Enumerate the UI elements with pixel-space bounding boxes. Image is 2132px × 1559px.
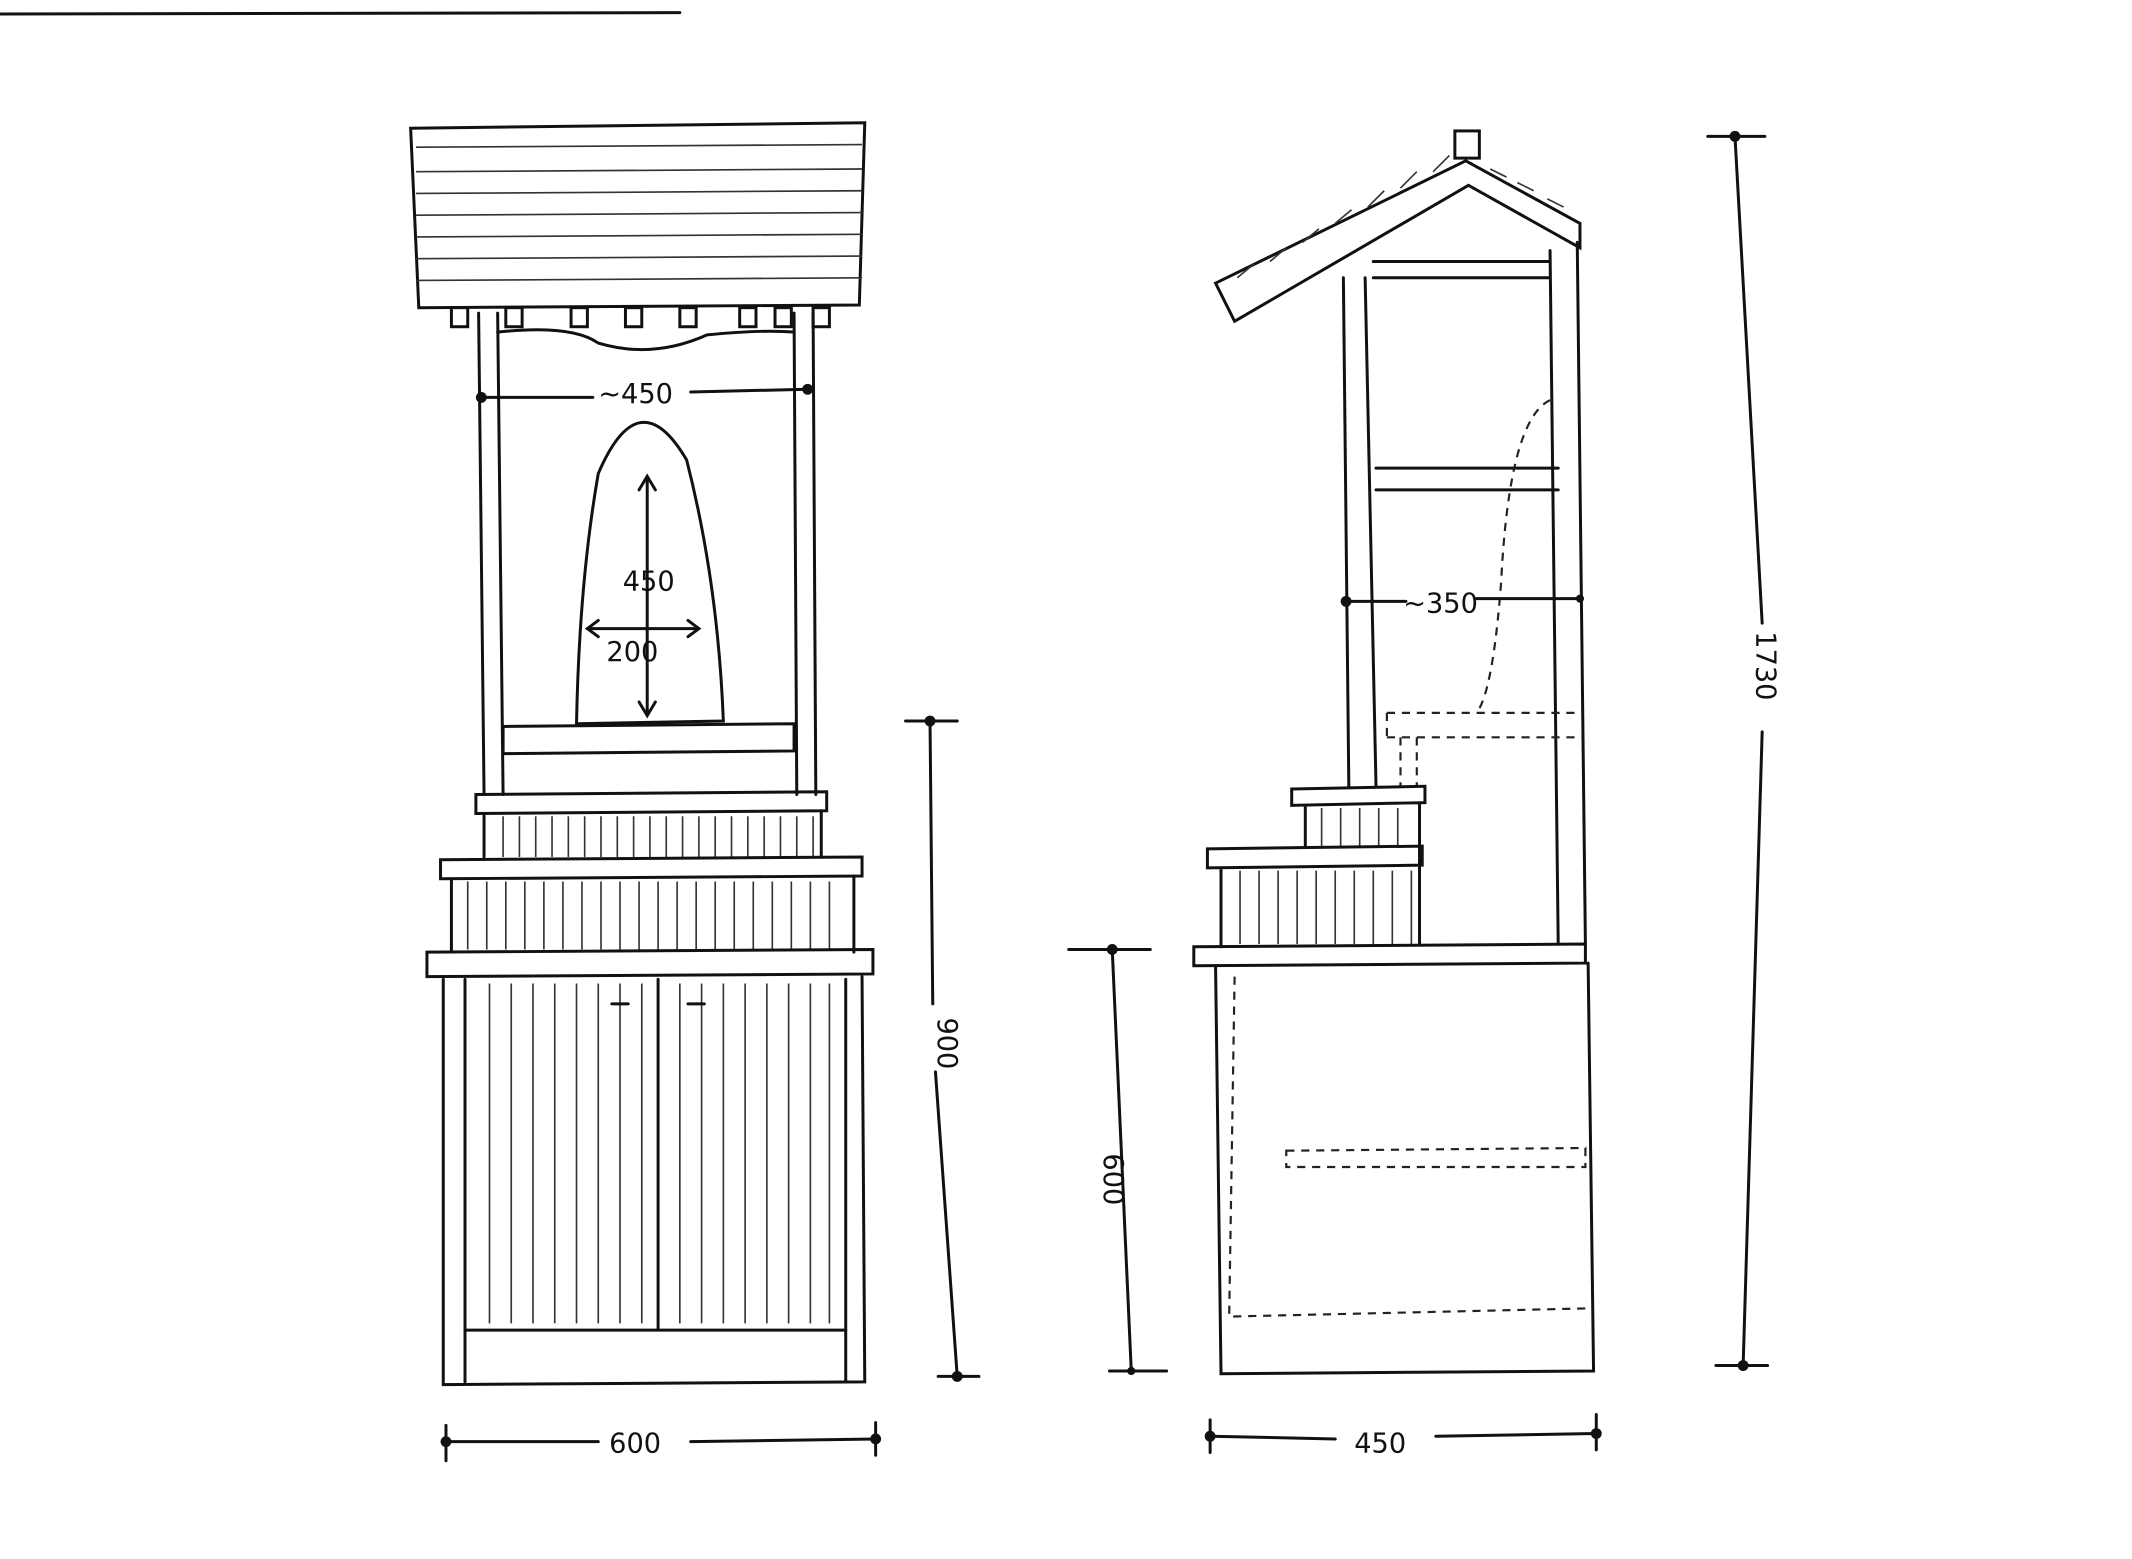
total-height-label: 1730: [1750, 631, 1781, 700]
front-width-label: 600: [609, 1429, 661, 1460]
side-elevation: ~350 600 1730 450: [1067, 129, 1781, 1460]
stone-width-label: 200: [606, 637, 658, 668]
cabinet-height-label: 900: [931, 1017, 962, 1069]
side-depth-label: ~350: [1403, 588, 1478, 619]
stone-height-label: 450: [623, 567, 675, 598]
side-overall-depth-label: 450: [1354, 1429, 1406, 1460]
base-height-label: 600: [1097, 1153, 1128, 1205]
front-elevation: 450 200 ~450 600 900: [409, 121, 981, 1463]
opening-width-label: ~450: [598, 379, 673, 410]
scan-edge-line: [0, 11, 682, 16]
